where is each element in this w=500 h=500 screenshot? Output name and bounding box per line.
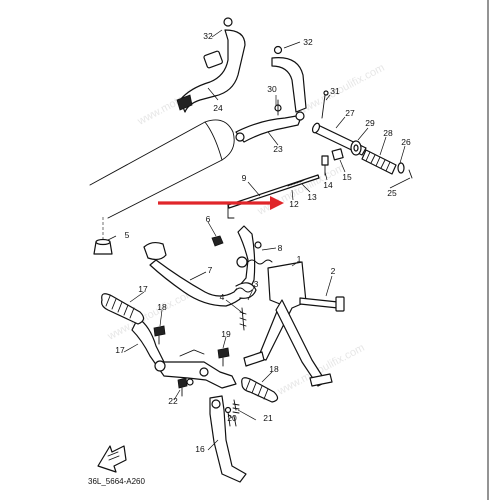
part-6-nut xyxy=(211,235,224,247)
diagram-code: 36L_5664-A260 xyxy=(88,477,145,486)
part-15-block xyxy=(331,148,344,161)
part-3-spring xyxy=(235,287,253,293)
callout-17: 18 xyxy=(269,364,279,374)
diagram-code-group: 36L_5664-A260 xyxy=(88,445,145,486)
part-22-bolt xyxy=(177,377,188,397)
callout-3: 3 xyxy=(254,279,259,289)
callout-19: 16 xyxy=(195,444,205,454)
callout-30: 30 xyxy=(267,84,277,94)
callout-18: 18 xyxy=(157,302,167,312)
callout-25: 27 xyxy=(345,108,355,118)
callout-20: 21 xyxy=(263,413,273,423)
muffler-outline xyxy=(89,119,235,240)
callout-4: 4 xyxy=(220,292,225,302)
part-4-spring xyxy=(235,282,257,331)
callout-5: 5 xyxy=(125,230,130,240)
callout-29: 29 xyxy=(365,118,375,128)
callout-8: 8 xyxy=(278,243,283,253)
callout-2: 2 xyxy=(331,266,336,276)
callout-22: 22 xyxy=(168,396,178,406)
part-19-side-stand xyxy=(209,395,247,483)
part-2-bolt xyxy=(299,296,345,312)
callout-27: 26 xyxy=(401,137,411,147)
watermark-text: www.motoulifix.com xyxy=(275,342,367,398)
callouts: 32 32 24 30 31 27 29 28 26 25 23 15 14 1… xyxy=(115,31,411,454)
callout-14: 14 xyxy=(323,180,333,190)
pointer-arrow xyxy=(158,196,284,210)
callout-7: 7 xyxy=(208,265,213,275)
part-5-mount xyxy=(93,238,113,255)
callout-13: 13 xyxy=(307,192,317,202)
part-7-brake-pedal xyxy=(143,225,256,307)
callout-1: 1 xyxy=(297,254,302,264)
part-16-footrest-bracket xyxy=(131,317,237,389)
callout-17: 17 xyxy=(138,284,148,294)
callout-26: 28 xyxy=(383,128,393,138)
callout-15: 15 xyxy=(342,172,352,182)
part-1-center-stand xyxy=(243,261,333,387)
callout-21: 20 xyxy=(227,413,237,423)
callout-6: 6 xyxy=(206,214,211,224)
watermark-text: www.motoulifix.com xyxy=(255,162,347,218)
part-17-footrest-rubber xyxy=(241,377,279,403)
part-26-footrest-rubber xyxy=(361,149,397,175)
callout-32: 32 xyxy=(203,31,213,41)
callout-12: 12 xyxy=(289,199,299,209)
part-24-pedal-arm xyxy=(176,17,246,113)
part-27-washer xyxy=(397,162,413,179)
callout-28: 25 xyxy=(387,188,397,198)
callout-16: 17 xyxy=(115,345,125,355)
part-18-bolt xyxy=(153,325,166,345)
part-9-brake-rod xyxy=(227,174,320,219)
part-20-spring xyxy=(232,399,240,427)
callout-32: 32 xyxy=(303,37,313,47)
part-18-bolt xyxy=(217,347,230,367)
leader-lines xyxy=(107,29,411,451)
callout-24: 24 xyxy=(213,103,223,113)
part-29-collar xyxy=(350,140,362,156)
callout-23: 23 xyxy=(273,144,283,154)
part-8-spring xyxy=(247,241,273,265)
part-17-footrest-rubber xyxy=(101,293,145,325)
watermark-text: www.motoulifix.com xyxy=(295,62,387,118)
part-23-linkage xyxy=(235,45,307,143)
callout-31: 31 xyxy=(330,86,340,96)
callout-9: 9 xyxy=(242,173,247,183)
callout-18: 19 xyxy=(221,329,231,339)
